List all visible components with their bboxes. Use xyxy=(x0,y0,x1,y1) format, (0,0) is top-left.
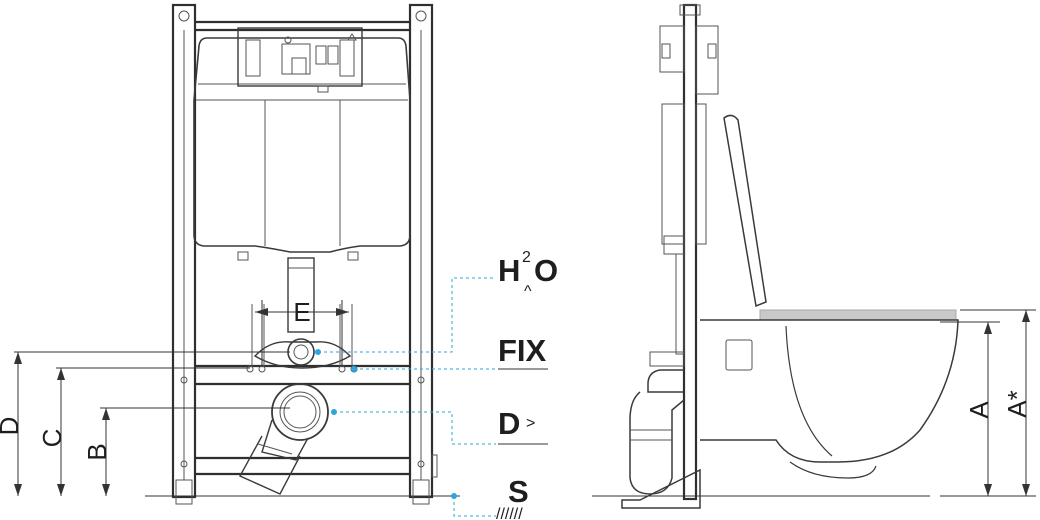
dimension-a-star-label: A* xyxy=(1002,390,1032,417)
dimension-b-label: B xyxy=(82,443,112,460)
wall-hung-toilet xyxy=(700,114,959,479)
floor-hatch: ////// xyxy=(496,506,523,520)
dimension-c: C xyxy=(37,367,250,496)
callouts: H 2 O ^ FIX D > S ////// xyxy=(315,249,558,520)
flush-plate-mount xyxy=(237,27,363,87)
fixing-label: FIX xyxy=(498,333,547,368)
dimension-a-label: A xyxy=(964,401,994,419)
drain-label: D xyxy=(498,406,520,441)
cistern-tank xyxy=(193,27,411,261)
toilet-seat xyxy=(759,309,957,321)
dimension-c-label: C xyxy=(37,429,67,448)
water-supply-o: O xyxy=(534,253,558,288)
side-view: A A* xyxy=(592,3,1036,509)
toilet-lid xyxy=(723,114,767,308)
dimension-e: E xyxy=(255,297,349,366)
water-supply-caret: ^ xyxy=(524,283,532,300)
floor-label: S xyxy=(508,474,529,509)
dimension-d: D xyxy=(0,351,290,496)
mounting-frame xyxy=(171,3,438,505)
dimension-d-label: D xyxy=(0,417,24,436)
dimension-e-label: E xyxy=(293,297,310,327)
side-base-bracket xyxy=(621,468,701,509)
water-supply-label: H xyxy=(498,253,520,288)
dimension-a-star: A* xyxy=(960,309,1036,497)
water-supply-superscript: 2 xyxy=(522,249,531,266)
side-drain-pipe xyxy=(629,351,685,495)
drain-bend xyxy=(239,383,329,495)
drain-symbol: > xyxy=(526,415,535,432)
dimension-b: B xyxy=(82,407,290,496)
dimension-a: A xyxy=(940,321,1000,497)
front-view: E D C B xyxy=(0,3,460,505)
side-frame xyxy=(659,3,719,501)
